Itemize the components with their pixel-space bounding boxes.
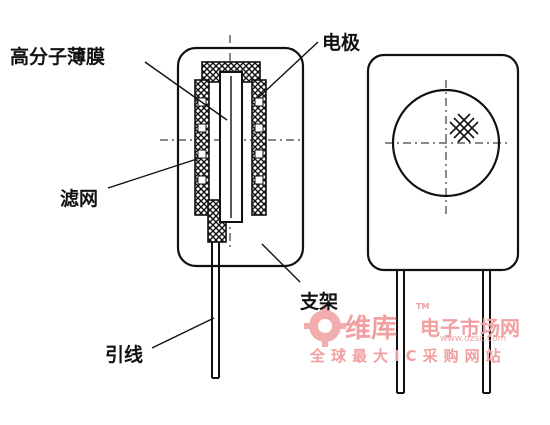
right-sensor-front bbox=[366, 53, 520, 394]
watermark-slogan: 全球最大IC采购网站 bbox=[310, 347, 507, 365]
right-housing bbox=[366, 53, 520, 272]
mesh-icon bbox=[449, 113, 479, 143]
watermark-url: www.dzsc.com bbox=[440, 334, 507, 344]
watermark-logo-icon bbox=[304, 305, 346, 347]
watermark-brand: 维库 bbox=[345, 314, 398, 344]
left-housing bbox=[176, 46, 305, 268]
label-filter-mesh: 滤网 bbox=[60, 188, 99, 210]
leader-lines bbox=[107, 41, 319, 349]
label-electrode: 电极 bbox=[322, 32, 361, 54]
watermark-site: 电子市场网 bbox=[420, 316, 520, 340]
label-support: 支架 bbox=[300, 291, 339, 313]
left-sensor-section bbox=[160, 35, 305, 379]
label-lead-wire: 引线 bbox=[105, 344, 144, 366]
lead-wire bbox=[211, 242, 220, 379]
right-legs bbox=[396, 270, 491, 394]
watermark-tm: TM bbox=[416, 302, 430, 311]
label-membrane: 高分子薄膜 bbox=[10, 46, 106, 68]
